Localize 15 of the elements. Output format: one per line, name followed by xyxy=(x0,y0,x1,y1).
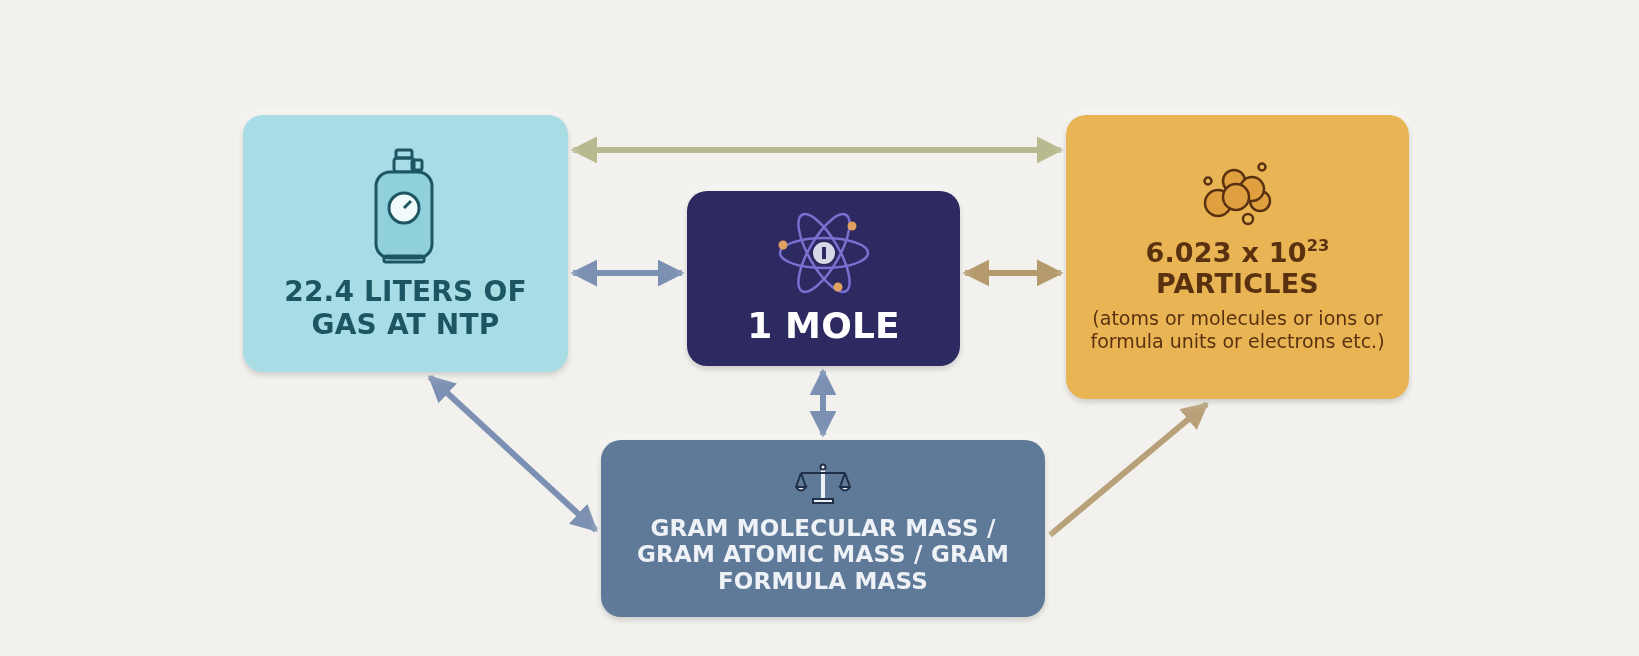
double-arrow xyxy=(427,374,599,533)
double-arrow xyxy=(1048,401,1209,538)
concept-card xyxy=(601,440,1045,617)
card-heading: 6.023 x 10$^{23}$ PARTICLES xyxy=(1144,237,1331,300)
card-heading: 22.4 LITERS OF GAS AT NTP xyxy=(283,276,528,341)
concept-card xyxy=(243,115,568,372)
double-arrow xyxy=(570,259,685,287)
double-arrow xyxy=(962,259,1064,287)
card-heading: 1 MOLE xyxy=(747,304,900,347)
concept-card xyxy=(687,191,960,366)
card-heading: GRAM MOLECULAR MASS / GRAM ATOMIC MASS / GRAM FORMULA MASS xyxy=(636,514,1010,595)
double-arrow xyxy=(570,136,1064,164)
concept-card xyxy=(1066,115,1409,399)
card-description: (atoms or molecules or ions or formula units or electrons etc.) xyxy=(1089,307,1386,353)
double-arrow xyxy=(809,368,837,438)
